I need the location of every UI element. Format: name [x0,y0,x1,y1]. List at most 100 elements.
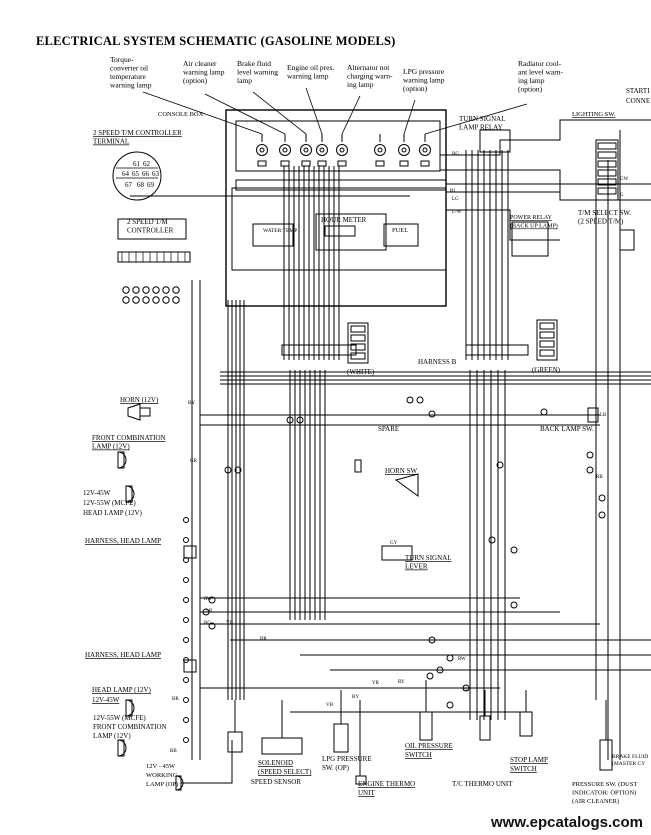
wire-color-code: BY [188,401,195,406]
wire-color-code: RG [204,621,211,626]
page-title: ELECTRICAL SYSTEM SCHEMATIC (GASOLINE MO… [36,34,396,48]
splice-marker [462,684,470,692]
warning-lamp-icon [339,147,345,153]
connector-pin-number: 62 [143,160,151,168]
splice-marker [183,657,189,663]
green-connector-pin [539,322,555,330]
splice-marker [540,408,548,416]
connector-pin-number: 68 [137,181,145,189]
connector-pin-number: 61 [133,160,141,168]
wire [424,103,528,135]
wire [403,99,416,135]
water-temp-label: WATER TEMP [263,228,297,234]
warning-lamp-icon [259,147,265,153]
wire-color-code: GR [190,459,198,464]
splice-marker [510,601,518,609]
green-connector-pin [539,331,555,339]
starting-switch-label: STARTI [626,87,650,95]
horn-label: HORN (12V) [120,396,159,404]
warning-lamp-icon [316,144,328,156]
pressure-switch [599,739,613,771]
splice-marker [162,296,170,304]
lamp-terminal [420,160,430,167]
wire-color-code: LR [206,609,213,614]
splice-marker [172,296,180,304]
splice-marker [183,697,189,703]
warning-lamp-icon [374,144,386,156]
splice-marker [416,396,424,404]
fuel-gauge [383,223,419,247]
speed-sensor-label: SPEED SENSOR [251,778,301,786]
splice-marker [183,637,189,643]
warning-lamp-panel [235,120,441,172]
splice-marker [202,608,210,616]
warning-lamp-icon [422,147,428,153]
green-connector-pin [539,349,555,357]
horn-switch-label: HORN SW [385,467,417,475]
splice-marker [183,617,189,623]
wire-color-code: RL [450,189,456,194]
power-relay [511,221,549,257]
lamp-terminal [375,160,385,167]
green-connector-pin [539,340,555,348]
wire-color-code: RB [170,749,177,754]
white-connector-pin [350,325,366,333]
white-connector-label: (WHITE) [347,368,375,376]
wire-color-code: RW [458,657,466,662]
tc-thermo-unit [479,715,491,741]
wire [440,119,651,156]
connector-pin-number: 64 [122,170,130,178]
splice-marker [286,416,294,424]
splice-marker [172,286,180,294]
harness-head-lamp-1-label: HARNESS, HEAD LAMP [85,537,161,545]
wire-color-code: LB [600,413,607,418]
connector-pin-number: 67 [125,181,133,189]
splice-marker [208,596,216,604]
wire [204,93,286,135]
white-connector-pin [350,352,366,360]
splice-marker [586,451,594,459]
splice-marker [183,537,189,543]
splice-marker [586,466,594,474]
splice-marker [132,296,140,304]
splice-marker [142,296,150,304]
wire [252,91,307,135]
splice-marker [296,416,304,424]
wire-color-code: BR [260,637,267,642]
lighting-switch-terminal [597,169,617,177]
spare-label: SPARE [378,425,399,433]
warning-lamp-icon [377,147,383,153]
splice-marker [122,296,130,304]
splice-marker [510,546,518,554]
connector-pin-number: 69 [147,181,155,189]
junction-connector-left [281,344,357,356]
splice-marker [183,517,189,523]
controller-connector [117,251,191,263]
lighting-switch-terminal [597,151,617,159]
splice-marker [446,701,454,709]
back-lamp-switch [587,407,599,423]
lpg-pressure-switch [333,723,349,753]
wire-color-code: RG [452,152,459,157]
lamp-terminal [301,160,311,167]
wire-color-code: RY [398,680,405,685]
oil-pressure-switch [419,711,433,741]
warning-lamp-icon [319,147,325,153]
lamp-base [117,739,125,757]
solenoid-label: SOLENOID(SPEED SELECT) [258,759,312,776]
warning-lamp-icon [282,147,288,153]
connector-pin-number: 66 [142,170,150,178]
lamp-base [125,699,133,717]
splice-marker [152,286,160,294]
splice-marker [234,466,242,474]
controller-box [117,218,187,240]
